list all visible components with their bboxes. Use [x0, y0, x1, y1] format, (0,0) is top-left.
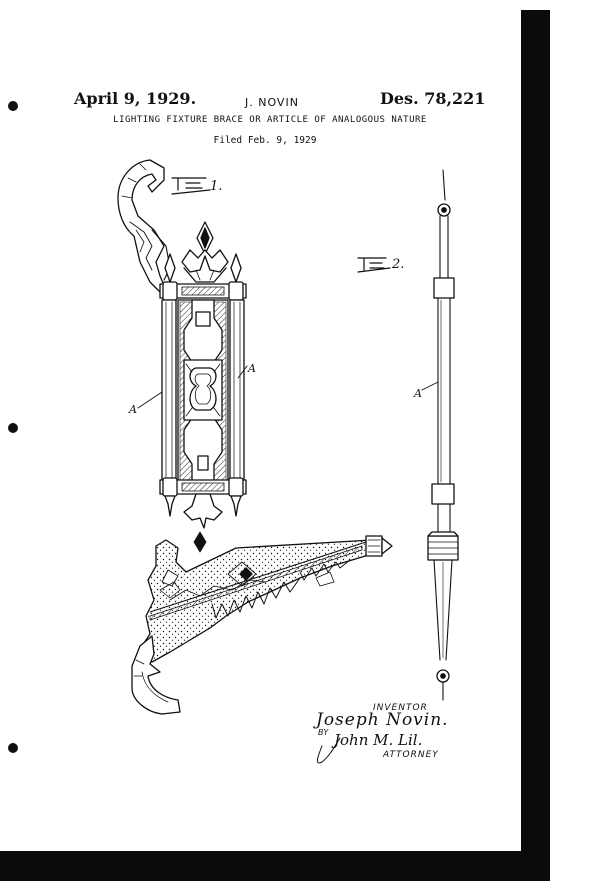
- lower-bracket: [141, 535, 393, 663]
- upper-arm: [117, 159, 171, 293]
- right-tube: [229, 299, 245, 483]
- punch-hole-top: [8, 101, 18, 111]
- figure-1: 1.: [117, 159, 393, 715]
- fig2-label-text: 2.: [391, 257, 404, 272]
- lower-hook: [131, 635, 181, 715]
- inventor-signature: Joseph Novin.: [316, 710, 449, 730]
- fig1-label: 1.: [171, 177, 222, 195]
- signature-flourish: [316, 737, 341, 764]
- right-spike: [230, 253, 242, 283]
- fig2-upper-collar: [433, 277, 455, 299]
- scan-border-bottom: [0, 851, 550, 881]
- inventor-label: INVENTOR: [373, 703, 428, 713]
- inventor-name: J. NOVIN: [245, 96, 299, 109]
- patent-number: Des. 78,221: [380, 89, 486, 108]
- punch-hole-middle: [8, 423, 18, 433]
- bottom-ornament: [183, 493, 223, 529]
- patent-date: April 9, 1929.: [74, 89, 197, 108]
- attorney-signature: John M. Lil.: [334, 731, 423, 749]
- fig2-middle-collar: [431, 483, 455, 505]
- right-bottom-cap: [228, 477, 244, 497]
- left-spike: [164, 253, 176, 283]
- left-drop: [164, 495, 176, 517]
- right-top-cap: [228, 281, 244, 301]
- filing-date: Filed Feb. 9, 1929: [213, 135, 317, 146]
- ref-a-fig2: A: [413, 387, 422, 400]
- scan-border-right: [521, 10, 550, 881]
- patent-title: LIGHTING FIXTURE BRACE OR ARTICLE OF ANA…: [113, 115, 427, 125]
- by-label: BY: [318, 728, 329, 737]
- ref-a-right: A: [247, 362, 256, 375]
- ref-a-left: A: [128, 403, 137, 416]
- fig1-label-text: 1.: [210, 179, 222, 194]
- figure-2: 2. A: [357, 169, 459, 701]
- fig2-label: 2.: [357, 257, 404, 273]
- top-finial: [181, 221, 229, 283]
- left-top-cap: [162, 281, 178, 301]
- left-tube: [161, 299, 177, 483]
- attorney-label: ATTORNEY: [383, 750, 439, 760]
- right-drop: [230, 495, 242, 517]
- left-bottom-cap: [162, 477, 178, 497]
- center-panel: [177, 299, 229, 483]
- bottom-diamond: [193, 531, 207, 553]
- punch-hole-bottom: [8, 743, 18, 753]
